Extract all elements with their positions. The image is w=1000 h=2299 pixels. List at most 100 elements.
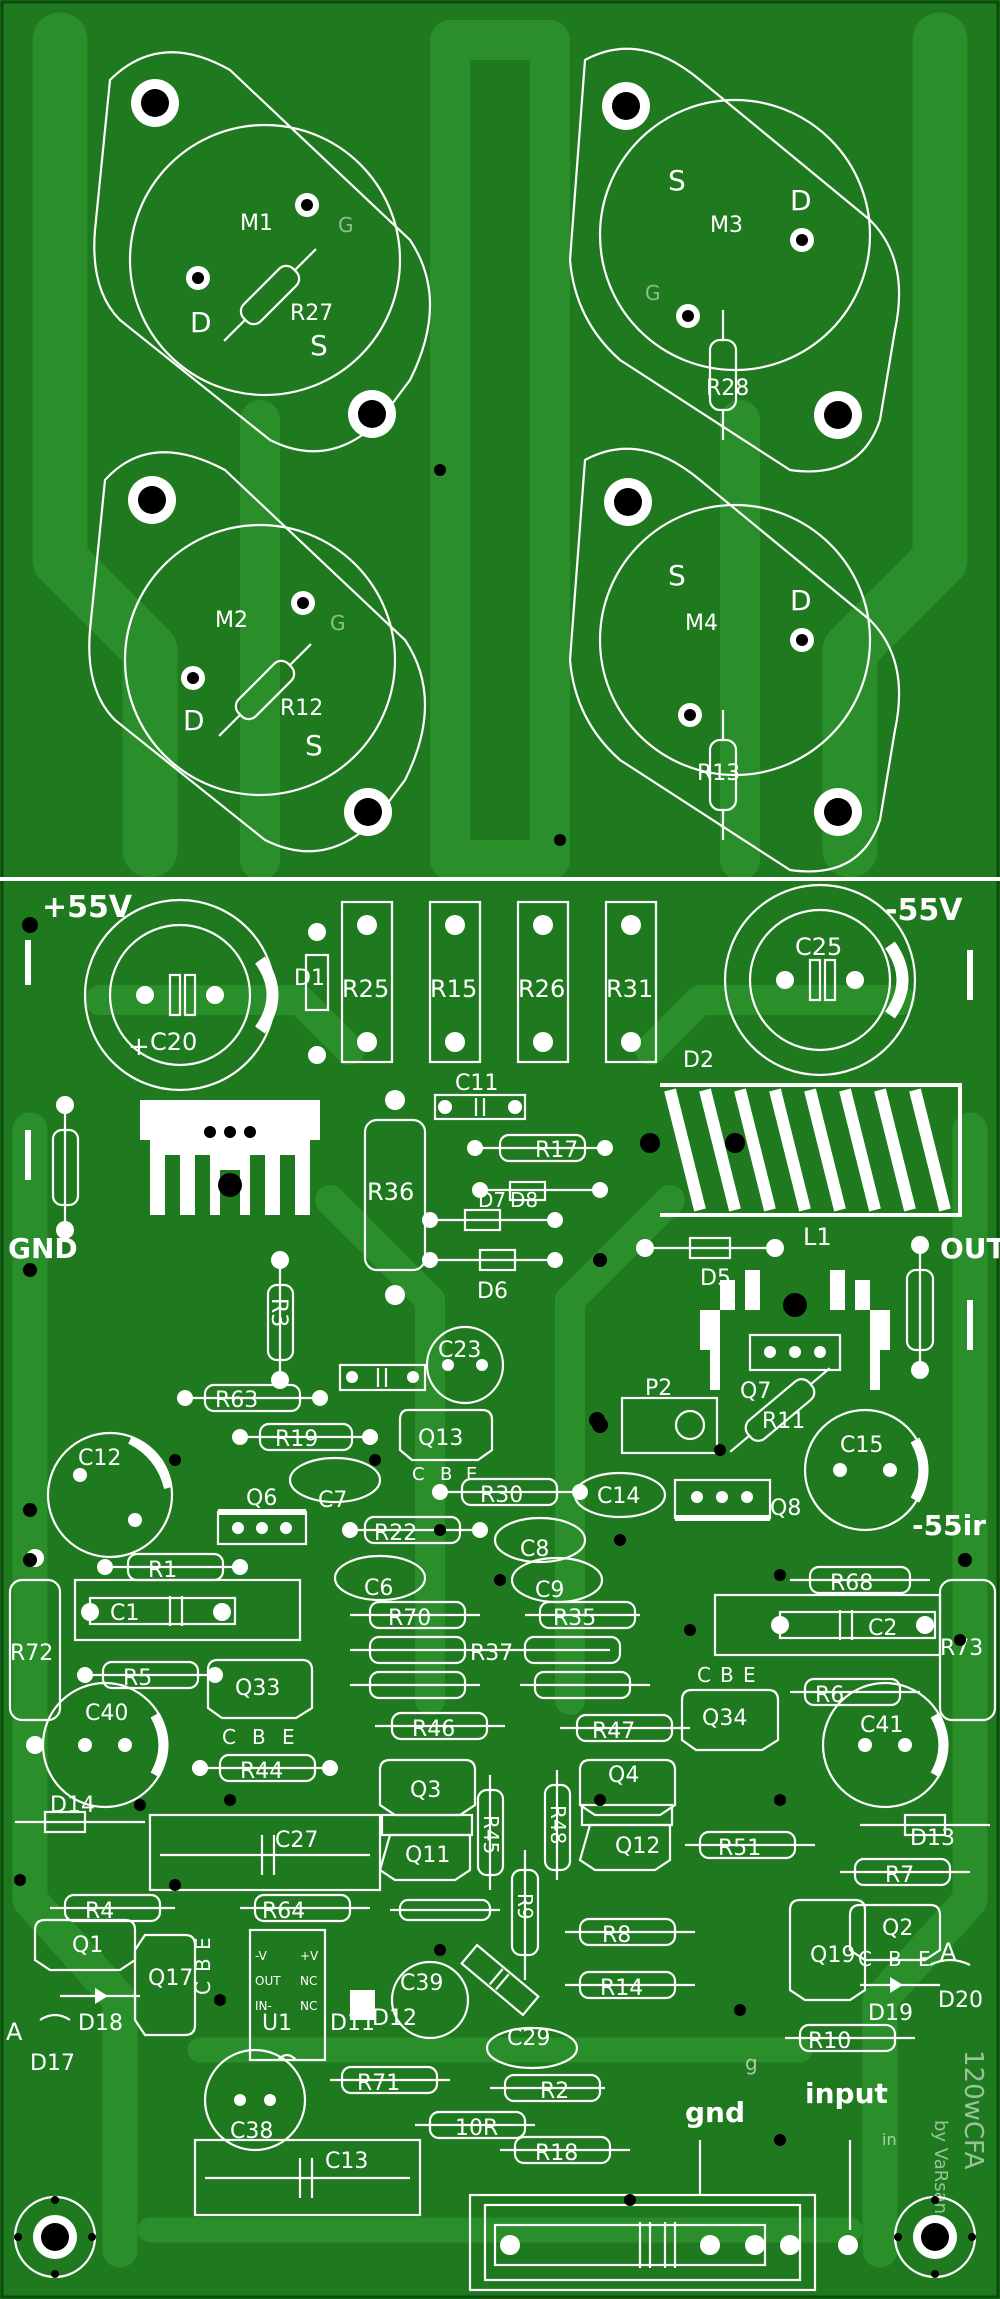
pin-e: E	[743, 1663, 756, 1687]
resistor-label: R36	[367, 1178, 414, 1206]
resistor-label: R27	[290, 301, 333, 326]
transistor-label: Q17	[148, 1966, 193, 1991]
resistors-r45-r48: R45 R48	[476, 1770, 572, 1890]
resistor-label: R14	[600, 1976, 643, 2001]
diodes-d7-d8-d6: D7 D8 D6	[422, 1180, 608, 1304]
resistor-label: R30	[480, 1483, 523, 1508]
resistor-label: R25	[342, 975, 389, 1003]
resistor-label: R18	[535, 2141, 578, 2166]
capacitor-c41: C41	[821, 1681, 949, 1809]
pin-c: C	[412, 1464, 425, 1485]
resistor-label: R64	[262, 1899, 305, 1924]
edge-resistors	[25, 940, 973, 1379]
transistor-q33: Q33 C B E	[206, 1658, 314, 1749]
diode-d1: D1	[294, 923, 330, 1064]
pin-b: B	[888, 1947, 902, 1971]
gnd-pad-label: gnd	[685, 2096, 745, 2129]
power-resistors: R25 R15 R26 R31	[340, 900, 658, 1064]
mosfet-label: M2	[215, 608, 248, 633]
resistor-label: R47	[592, 1719, 635, 1744]
diode-label: D6	[477, 1279, 508, 1304]
resistor-label: R19	[275, 1427, 318, 1452]
ic-label: U1	[262, 2011, 292, 2036]
resistor-label: R44	[240, 1759, 283, 1784]
resistor-r44: R44	[192, 1753, 338, 1784]
diode-label: D7	[478, 1188, 506, 1212]
input-label: input	[805, 2077, 888, 2110]
drain-label: D	[190, 306, 212, 339]
capacitor-c1: C1	[73, 1578, 302, 1642]
resistor-label: R51	[718, 1836, 761, 1861]
transistor-label: Q1	[72, 1933, 103, 1958]
cap-label: C23	[438, 1338, 481, 1363]
diode-label: D19	[868, 2001, 913, 2026]
drain-label: D	[183, 704, 205, 737]
gate-label: G	[338, 213, 354, 237]
transistor-label: Q8	[770, 1496, 801, 1521]
resistor-r22: R22	[342, 1515, 488, 1546]
pin-b: B	[440, 1464, 452, 1485]
capacitor-c39: C39	[390, 1960, 470, 2040]
pin-b: B	[720, 1663, 734, 1687]
mosfet-m4: M4 D S R13	[568, 447, 901, 873]
resistor-label: R68	[830, 1571, 873, 1596]
potentiometer-p2: P2	[589, 1376, 719, 1455]
pin-c: C	[191, 1981, 215, 1995]
capacitor-c11: C11	[433, 1071, 527, 1121]
capacitor-c23: C23	[425, 1325, 505, 1405]
drain-label: D	[790, 184, 812, 217]
cap-label: C12	[78, 1446, 121, 1471]
resistor-label: R46	[412, 1717, 455, 1742]
resistor-label: R17	[535, 1138, 578, 1163]
inductor-l1: L1	[640, 1083, 962, 1251]
resistors-mid: R70 R37 R35	[350, 1600, 650, 1700]
ic-pin: -V	[255, 1949, 268, 1963]
mosfet-label: M4	[685, 611, 718, 636]
cap-label: C25	[795, 933, 842, 961]
board-name-text: 120wCFA	[958, 2050, 988, 2170]
cap-label: C6	[364, 1576, 393, 1601]
resistor-label: R63	[215, 1388, 258, 1413]
diode-label: D2	[683, 1048, 714, 1073]
ic-pin: +V	[300, 1949, 319, 1963]
neg-rail-label: -55V	[885, 893, 963, 928]
ic-pin: NC	[300, 1999, 317, 2013]
source-label: S	[305, 729, 323, 762]
resistor-label: R72	[10, 1641, 53, 1666]
capacitor-c12: C12	[46, 1431, 174, 1559]
pos-rail-label: +55V	[42, 890, 133, 925]
inductor-label: L1	[803, 1223, 832, 1251]
in-label: in	[882, 2130, 897, 2149]
diode-label: D14	[50, 1793, 95, 1818]
transistor-q6: Q6	[216, 1486, 308, 1546]
cap-label: C27	[275, 1828, 318, 1853]
mosfet-label: M3	[710, 213, 743, 238]
diode-label: D1	[294, 966, 325, 991]
cap-label: C13	[325, 2149, 368, 2174]
pin-c: C	[222, 1725, 236, 1749]
transistor-label: Q7	[740, 1379, 771, 1404]
diode-label: D20	[938, 1988, 983, 2013]
resistor-label: R6	[815, 1683, 844, 1708]
right-bottom-cluster: Q19 Q2 C B E D19 D20 R10	[785, 1898, 983, 2054]
mosfet-m1: M1 D S G R27	[93, 51, 431, 453]
resistor-r30: R30	[432, 1477, 588, 1508]
resistor-label: R11	[762, 1409, 805, 1434]
resistor-label: R7	[885, 1863, 914, 1888]
resistor-r36: R36	[363, 1090, 427, 1305]
diode-label: D18	[78, 2011, 123, 2036]
diodes-d14-d13: D14 D13	[15, 1793, 990, 1851]
capacitor-c20: C20 +	[83, 898, 279, 1092]
cap-label: C7	[318, 1488, 347, 1513]
transistor-label: Q6	[246, 1486, 277, 1511]
pin-b: B	[252, 1725, 266, 1749]
capacitor-film-unlabeled	[338, 1363, 427, 1392]
cap-label: C39	[400, 1971, 443, 1996]
copper-traces	[12, 12, 988, 2268]
resistor-label: R2	[540, 2079, 569, 2104]
drain-label: D	[790, 584, 812, 617]
transistor-label: Q13	[418, 1426, 463, 1451]
capacitor-c13: C13	[193, 2138, 422, 2217]
resistor-label: R37	[470, 1641, 513, 1666]
resistor-label: 10R	[455, 2116, 498, 2141]
